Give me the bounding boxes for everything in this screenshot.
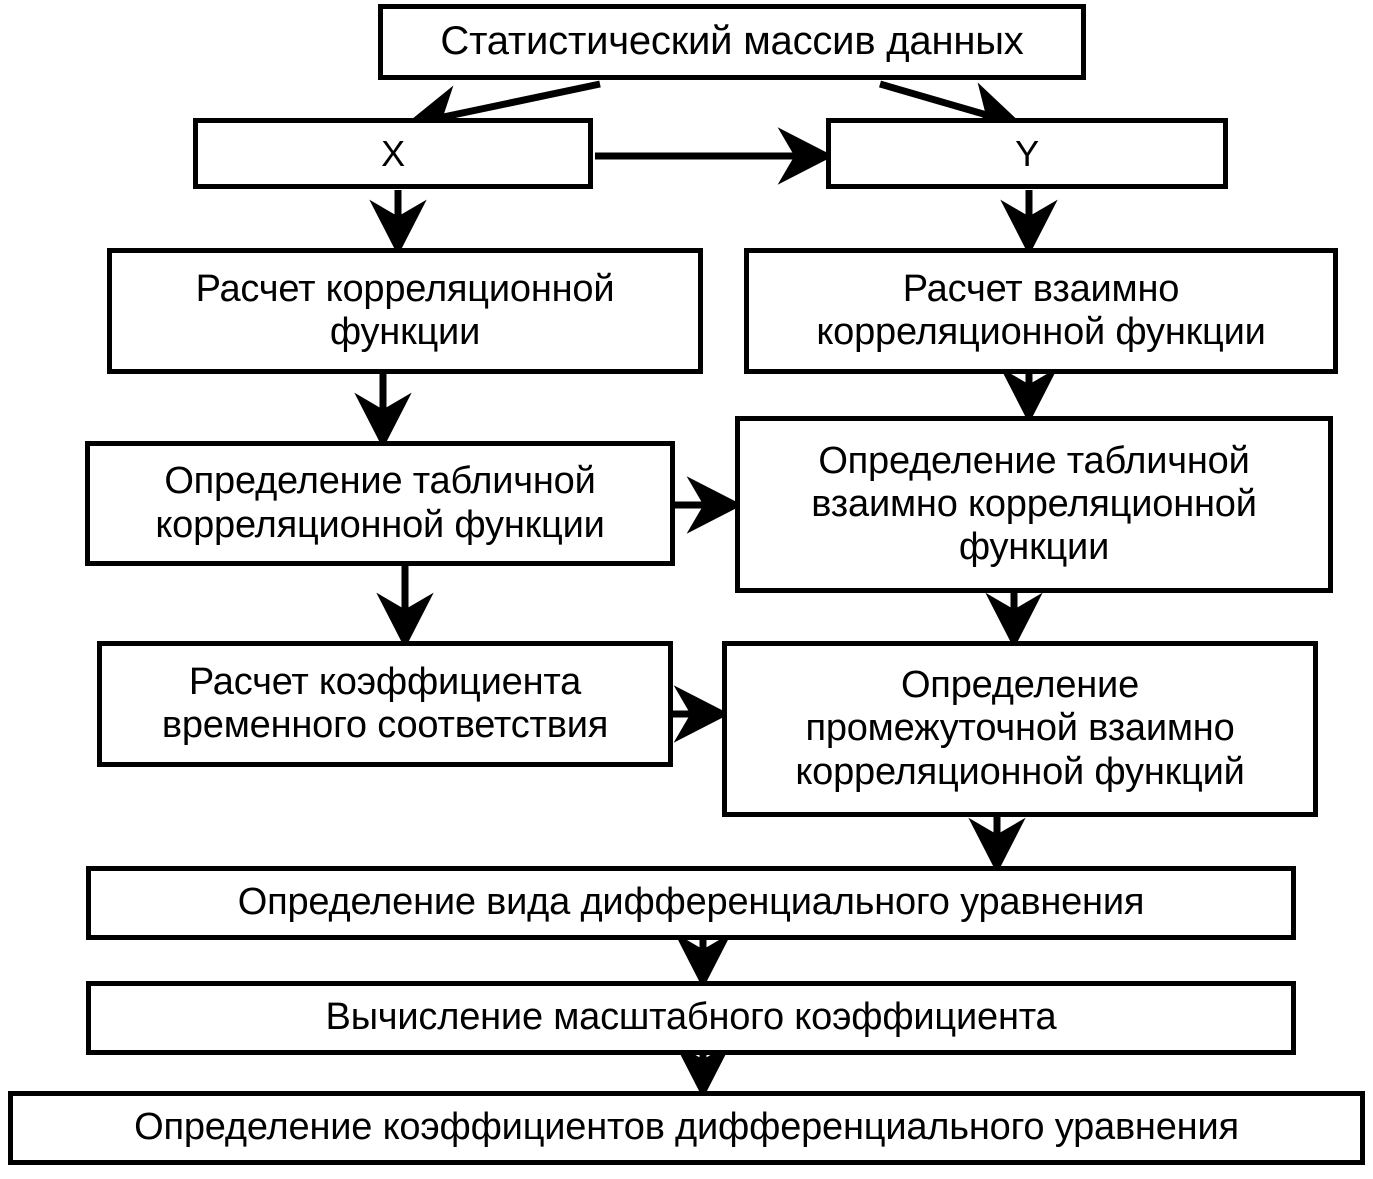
node-intermediate-cross-correlation-function[interactable]: Определение промежуточной взаимно коррел… <box>722 641 1318 817</box>
node-time-correspondence-coefficient[interactable]: Расчет коэффициента временного соответст… <box>97 641 673 767</box>
node-cross-correlation-function-calc[interactable]: Расчет взаимно корреляционной функции <box>744 248 1338 374</box>
node-statistical-data-array[interactable]: Статистический массив данных <box>378 4 1086 80</box>
node-y[interactable]: Y <box>826 118 1228 189</box>
node-tabular-cross-correlation-function[interactable]: Определение табличной взаимно корреляцио… <box>735 416 1333 593</box>
node-tabular-correlation-function[interactable]: Определение табличной корреляционной фун… <box>85 441 675 566</box>
node-scale-coefficient-calc[interactable]: Вычисление масштабного коэффициента <box>86 981 1296 1055</box>
node-x[interactable]: X <box>193 118 593 189</box>
node-differential-equation-coefficients[interactable]: Определение коэффициентов дифференциальн… <box>8 1091 1365 1165</box>
node-correlation-function-calc[interactable]: Расчет корреляционной функции <box>107 248 703 374</box>
node-differential-equation-type[interactable]: Определение вида дифференциального уравн… <box>86 866 1296 940</box>
